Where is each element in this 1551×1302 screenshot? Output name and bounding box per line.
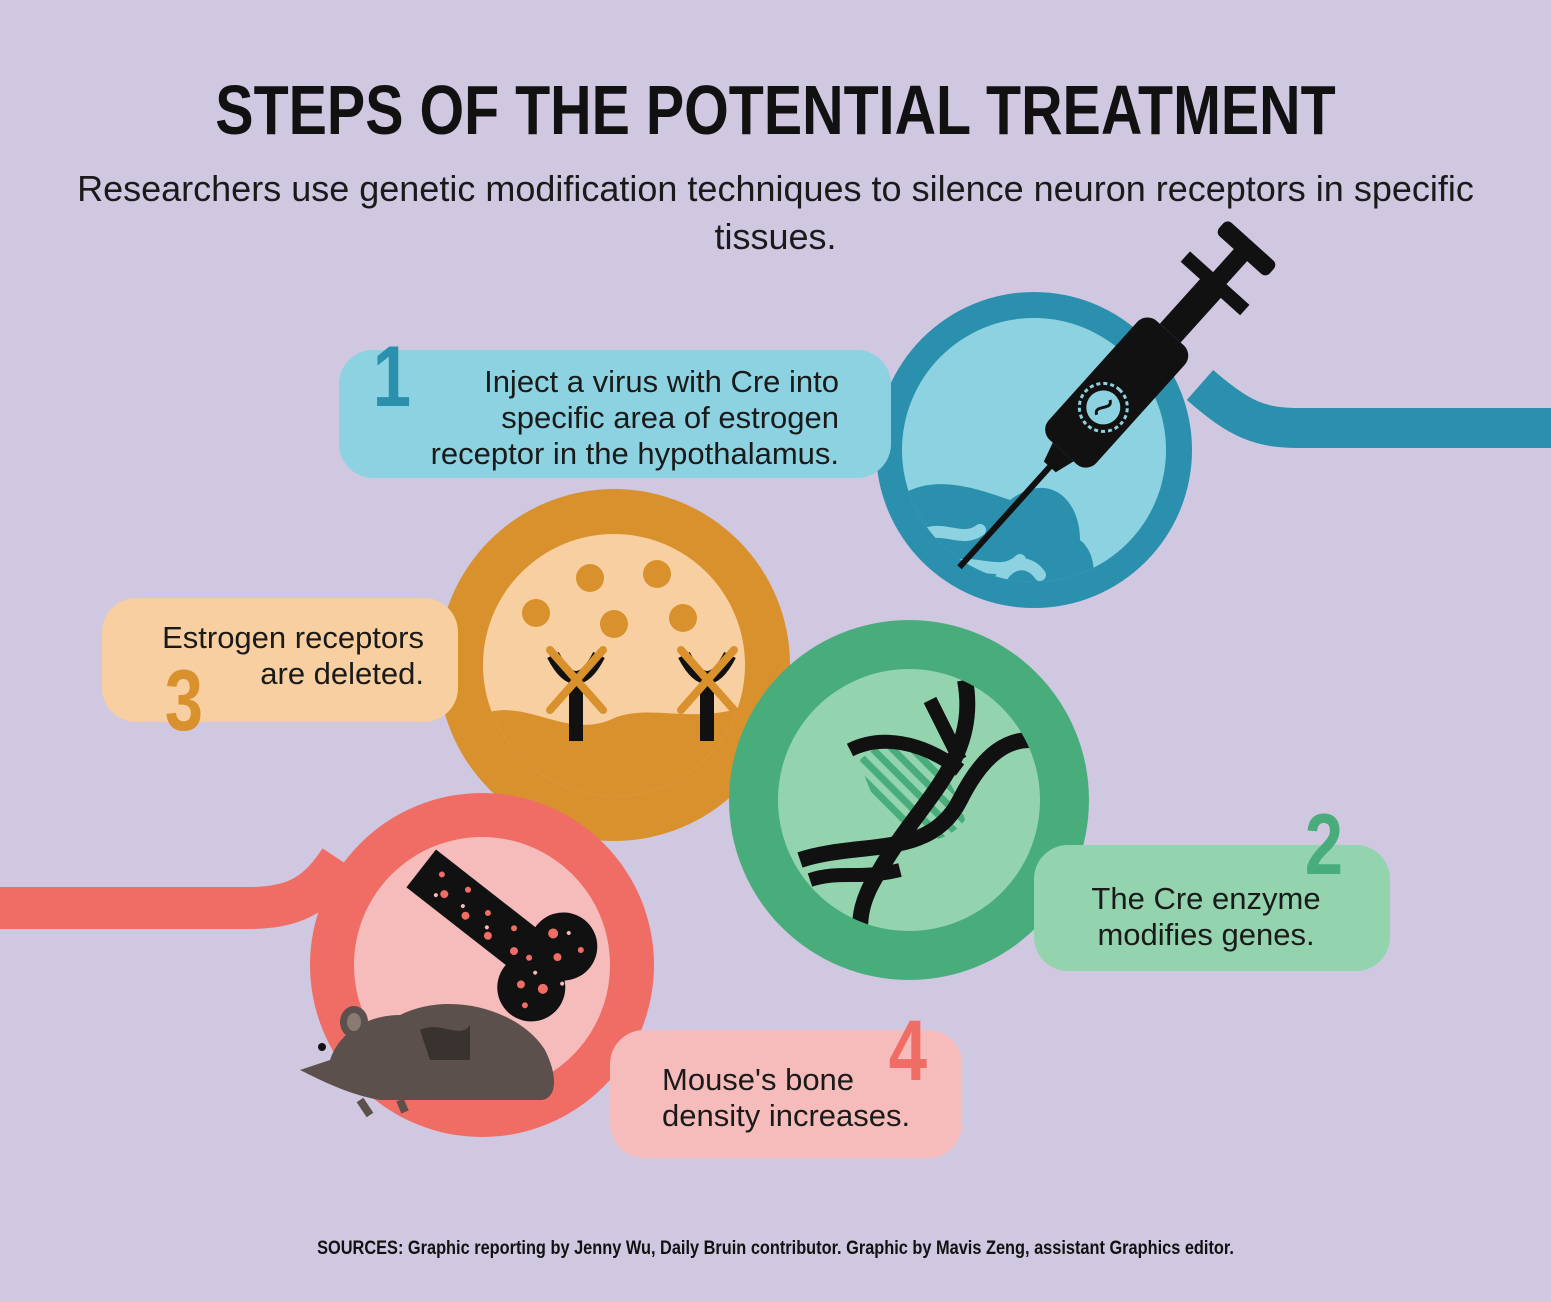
step4-number: 4 bbox=[888, 1003, 928, 1099]
step4-text-line: Mouse's bone bbox=[662, 1062, 855, 1097]
dna-icon bbox=[797, 678, 1031, 931]
step3-text-line: Estrogen receptors bbox=[162, 620, 424, 655]
step2-text-box: The Cre enzyme modifies genes. bbox=[1034, 845, 1390, 971]
step1-text-box: Inject a virus with Cre into specific ar… bbox=[339, 350, 891, 478]
step1-text-line: Inject a virus with Cre into bbox=[484, 364, 839, 399]
mouse-icon bbox=[300, 1003, 555, 1118]
step2-number: 2 bbox=[1304, 797, 1344, 893]
step3-number: 3 bbox=[164, 653, 204, 749]
step3-text-box: Estrogen receptors are deleted. bbox=[102, 598, 458, 722]
syringe-icon bbox=[957, 221, 1276, 570]
hormone-dots bbox=[522, 560, 697, 638]
page-title: STEPS OF THE POTENTIAL TREATMENT bbox=[215, 71, 1336, 149]
step1-circle bbox=[876, 221, 1276, 608]
step4-circle bbox=[300, 793, 654, 1137]
step3-text-line: are deleted. bbox=[260, 656, 424, 691]
step4-text-line: density increases. bbox=[662, 1098, 911, 1133]
step4-text-box: Mouse's bone density increases. bbox=[610, 1030, 962, 1158]
red-connector-line bbox=[0, 848, 358, 929]
blue-connector-line bbox=[1186, 369, 1551, 448]
step2-text-line: The Cre enzyme bbox=[1091, 881, 1321, 916]
step1-text-line: specific area of estrogen bbox=[501, 400, 839, 435]
step1-text-line: receptor in the hypothalamus. bbox=[430, 436, 839, 471]
bone-icon bbox=[406, 849, 598, 1022]
page-subtitle: Researchers use genetic modification tec… bbox=[77, 168, 1474, 257]
step1-number: 1 bbox=[372, 329, 412, 425]
receptor-deleted-icon bbox=[546, 646, 738, 741]
sources-credit: SOURCES: Graphic reporting by Jenny Wu, … bbox=[317, 1238, 1234, 1259]
step3-circle bbox=[438, 489, 790, 841]
step2-text-line: modifies genes. bbox=[1097, 917, 1315, 952]
step2-circle bbox=[729, 620, 1089, 980]
